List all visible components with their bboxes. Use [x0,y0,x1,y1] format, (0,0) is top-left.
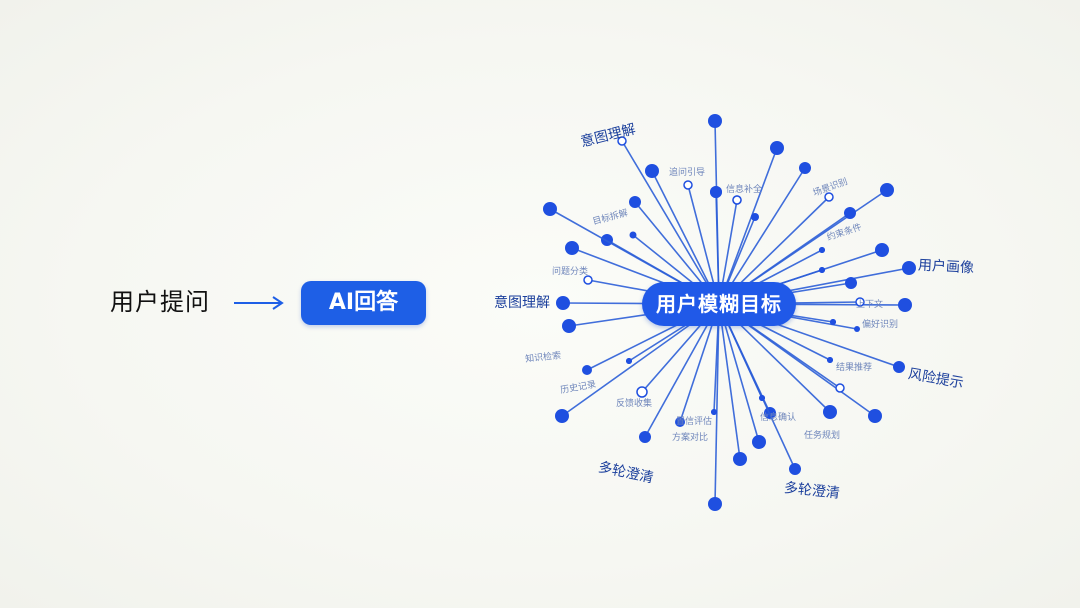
spoke-node [844,207,856,219]
inner-marker [751,213,759,221]
spoke-node [675,417,685,427]
spoke-node [799,162,811,174]
inner-marker [732,195,742,205]
inner-marker [827,357,833,363]
spoke-node [629,196,641,208]
node-caption: 反馈收集 [616,399,653,409]
node-caption: 信息补全 [726,185,763,195]
hollow-node [583,275,593,285]
spoke-node [868,409,882,423]
spoke-node [893,361,905,373]
outer-label: 意图理解 [494,295,550,311]
spoke-node [845,277,857,289]
spoke-node [854,326,860,332]
spoke-line [718,147,778,305]
center-goal-node: 用户模糊目标 [642,282,796,326]
spoke-line [621,140,720,305]
node-caption: 偏好识别 [862,320,899,330]
spoke-node [789,463,801,475]
spoke-node [770,141,784,155]
outer-label: 用户画像 [917,257,975,277]
ai-answer-box: AI回答 [301,281,426,325]
spoke-node [582,365,592,375]
hollow-node [683,180,693,190]
spoke-line [651,170,720,305]
spoke-node [880,183,894,197]
node-caption: 结果推荐 [836,363,873,373]
spoke-node [639,431,651,443]
hollow-node [636,386,648,398]
inner-marker [759,395,765,401]
spoke-line [718,303,760,443]
spoke-node [562,319,576,333]
node-caption: 任务规划 [804,431,841,441]
node-caption: 信息确认 [760,413,797,423]
node-caption: 置信评估 [676,417,713,427]
spoke-node [556,296,570,310]
spoke-line [718,167,806,305]
spoke-node [555,409,569,423]
hollow-node [835,383,845,393]
hollow-node [824,192,834,202]
spoke-node [875,243,889,257]
spoke-node [823,405,837,419]
user-question-label: 用户提问 [110,288,210,316]
spoke-node [902,261,916,275]
spoke-node [898,298,912,312]
inner-marker [819,267,825,273]
inner-marker [629,231,637,239]
spoke-node [645,164,659,178]
inner-marker [710,186,722,198]
spoke-node [708,114,722,128]
hollow-node [855,297,865,307]
inner-marker [626,358,632,364]
hollow-node [617,136,627,146]
node-caption: 上下文 [856,300,884,310]
spoke-line [718,303,741,460]
inner-marker [711,409,717,415]
spoke-node [752,435,766,449]
spoke-line [714,303,720,505]
node-caption: 方案对比 [672,433,709,443]
spoke-node [708,497,722,511]
node-caption: 问题分类 [552,267,589,277]
node-caption: 追问引导 [669,168,706,178]
spoke-node [733,452,747,466]
spoke-node [565,241,579,255]
spoke-node [543,202,557,216]
inner-marker [819,247,825,253]
inner-marker [830,319,836,325]
spoke-line [644,303,720,438]
